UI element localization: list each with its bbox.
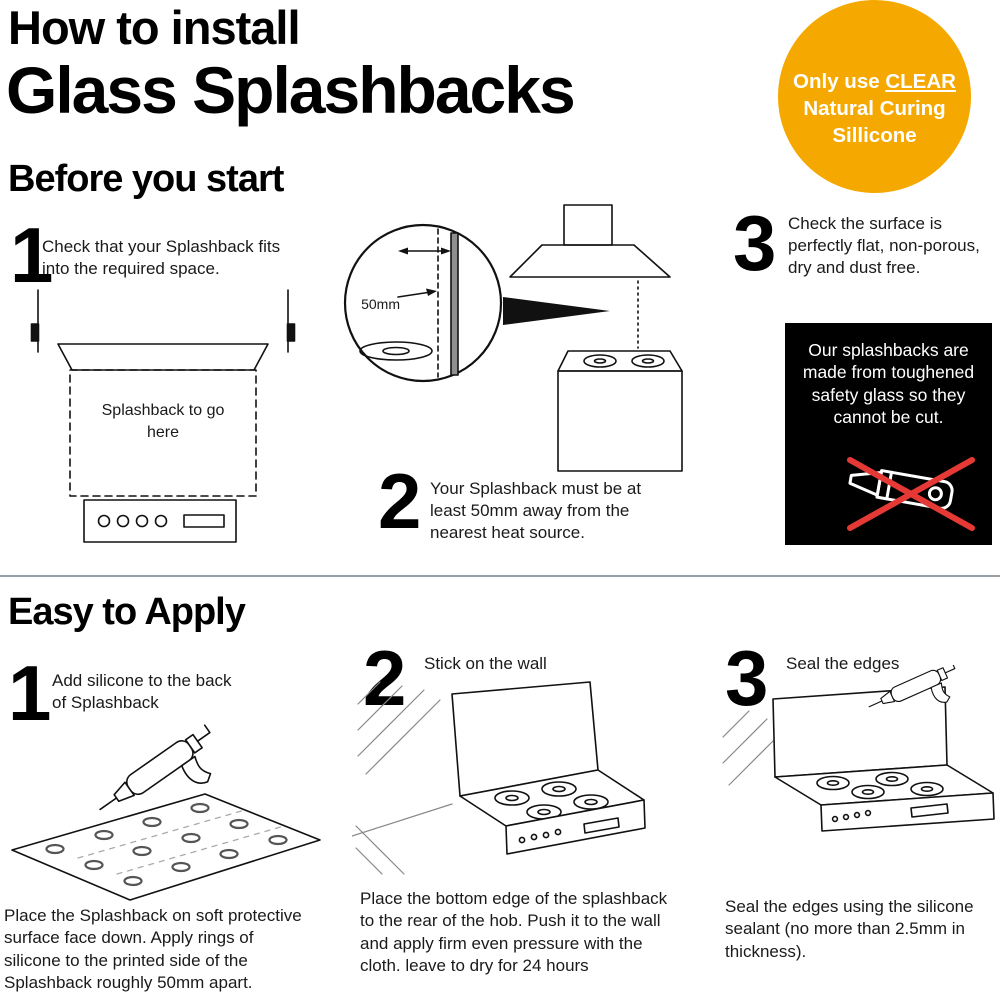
hob-3d-icon (774, 764, 995, 832)
before-step3-number: 3 (733, 199, 776, 287)
red-cross-icon (847, 457, 975, 531)
sealant-gun-icon (868, 665, 956, 708)
wall-hatching (352, 681, 453, 875)
silicone-dashes (77, 809, 285, 875)
apply-step2-caption: Place the bottom edge of the splashback … (360, 889, 668, 976)
cooker-hood-icon (57, 343, 269, 371)
zoom-circle-icon (343, 223, 503, 383)
diagram-seal-edges (722, 665, 995, 832)
hob-3d-icon (557, 350, 683, 472)
diagram-splashback-space (30, 289, 296, 543)
apply-step1-number: 1 (8, 649, 51, 737)
hob-icon (83, 499, 237, 543)
splashback-panel (11, 793, 321, 901)
diagram-apply-silicone (11, 724, 321, 901)
page-title-line1: How to install (8, 1, 300, 54)
before-step1-text: Check that your Splashback fits into the… (42, 237, 281, 278)
badge-clear-underlined: CLEAR (885, 70, 956, 93)
pointer-arrow (503, 297, 610, 325)
badge-line1: Only use CLEAR (793, 70, 956, 93)
diagram-stick-on-wall (352, 681, 646, 875)
hob-3d-icon (459, 769, 646, 855)
badge-line2: Natural Curing (803, 97, 946, 121)
silicone-rings (45, 802, 288, 887)
before-step1-number: 1 (10, 211, 53, 299)
badge-text: Only use CLEAR Natural Curing Sillicone (778, 68, 971, 149)
chimney-hood-icon (509, 204, 671, 349)
before-step2-number: 2 (378, 457, 421, 545)
splashback-panel (772, 686, 948, 778)
apply-step3-number: 3 (725, 634, 768, 722)
diagram-heat-source-distance (343, 204, 683, 472)
cannot-cut-warning-text: Our splashbacks are made from toughened … (802, 340, 975, 428)
section-divider (0, 575, 1000, 577)
splashback-target-label: Splashback to go here (101, 402, 225, 441)
measure-50mm-label: 50mm (361, 296, 400, 312)
apply-step3-title: Seal the edges (786, 654, 900, 673)
wall-brackets (30, 289, 296, 353)
before-section-heading: Before you start (8, 158, 284, 200)
page-title-line2: Glass Splashbacks (6, 53, 576, 127)
caulk-gun-icon (99, 724, 212, 811)
badge-line3: Sillicone (832, 124, 917, 148)
cannot-cut-warning-box: Our splashbacks are made from toughened … (785, 323, 992, 545)
utility-knife-crossed-icon (847, 457, 975, 531)
apply-step2-title: Stick on the wall (424, 654, 547, 673)
wall-hatching (722, 710, 774, 786)
apply-step3-caption: Seal the edges using the silicone sealan… (725, 897, 974, 961)
before-step3-text: Check the surface is perfectly flat, non… (788, 214, 980, 277)
apply-step1-caption: Place the Splashback on soft protective … (4, 906, 302, 993)
apply-section-heading: Easy to Apply (8, 591, 246, 633)
before-step2-text: Your Splashback must be at least 50mm aw… (430, 479, 642, 542)
clear-silicone-badge: Only use CLEAR Natural Curing Sillicone (778, 0, 971, 193)
apply-step1-title: Add silicone to the back of Splashback (52, 671, 232, 712)
